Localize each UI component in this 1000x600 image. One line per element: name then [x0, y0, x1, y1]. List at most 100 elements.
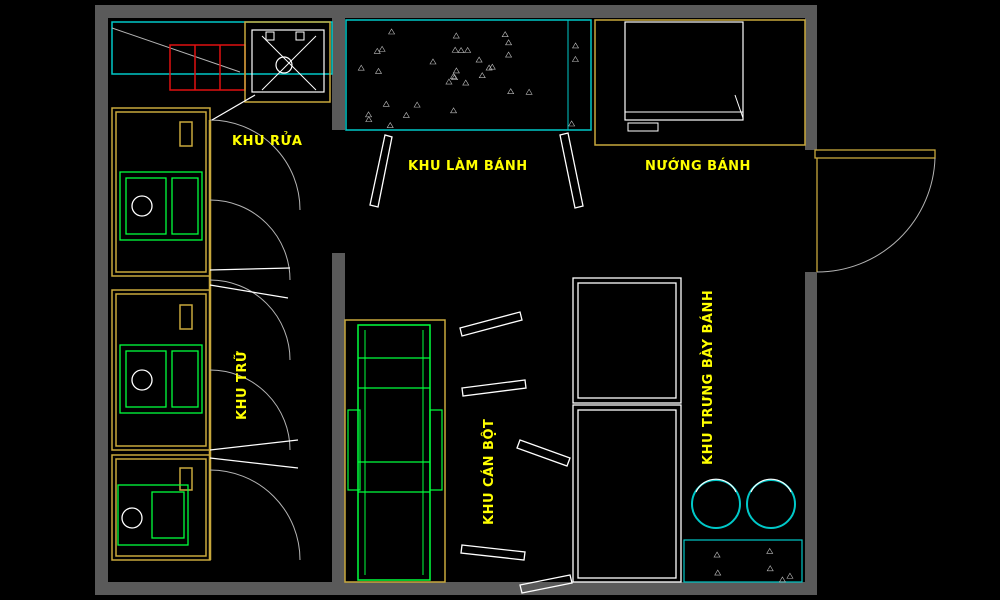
texture-mark	[451, 74, 459, 80]
texture-mark	[478, 72, 486, 79]
baking-counter-outline	[345, 19, 592, 131]
cabinet-1-handle	[179, 121, 193, 147]
texture-mark	[402, 111, 410, 118]
cabinet-doors	[208, 94, 301, 561]
texture-mark	[572, 42, 580, 49]
display-stools	[683, 478, 803, 583]
door-leaf-1	[209, 267, 291, 271]
partition-lower	[332, 253, 345, 582]
texture-mark	[505, 51, 513, 58]
chair-7	[519, 574, 573, 594]
texture-mark	[778, 576, 786, 583]
door-swing-1	[209, 119, 301, 211]
texture-mark	[445, 78, 453, 85]
texture-mark	[464, 46, 472, 53]
door-swing-5	[209, 469, 301, 561]
texture-mark	[365, 116, 373, 122]
cabinet-3-inner	[115, 458, 207, 557]
chair-2	[559, 132, 584, 209]
cabinet-3-handle	[179, 467, 193, 491]
chair-5	[516, 439, 571, 467]
cabinet-appliances	[117, 171, 203, 546]
texture-mark	[571, 55, 579, 62]
display-fridges	[572, 277, 682, 583]
right-wall-upper	[805, 5, 817, 150]
texture-mark	[525, 88, 533, 95]
texture-mark	[766, 565, 774, 572]
texture-mark	[357, 64, 365, 71]
display-fridge-upper	[572, 277, 682, 404]
door-frame	[814, 149, 936, 159]
display-fridge-lower	[572, 404, 682, 583]
baking-counter-texture	[357, 28, 580, 128]
texture-mark	[488, 63, 496, 70]
stool-1	[691, 479, 741, 529]
texture-mark	[373, 47, 381, 54]
chair-1	[369, 134, 393, 208]
display-fridge-upper-inner	[577, 282, 677, 399]
left-wall	[95, 5, 108, 595]
texture-mark	[374, 67, 383, 74]
appliance-1-right	[171, 177, 199, 235]
walls	[95, 5, 817, 595]
faucet-right	[295, 31, 305, 41]
door-swing-3	[209, 279, 291, 361]
oven-body	[624, 21, 744, 121]
rolling-table-outline	[344, 319, 446, 583]
oven-detail	[734, 94, 744, 119]
texture-mark	[714, 569, 722, 576]
texture-mark	[382, 100, 390, 107]
sink-basin	[251, 29, 325, 93]
rolling-machine-side-right	[429, 409, 443, 491]
appliance-3-dial	[121, 507, 143, 529]
door-swing-2	[209, 199, 291, 281]
appliance-3-right	[151, 491, 185, 539]
texture-mark	[452, 67, 460, 74]
texture-mark	[568, 120, 576, 127]
bottom-wall	[95, 582, 817, 595]
appliance-2-left	[125, 350, 167, 408]
stool-2-back	[750, 478, 792, 493]
door-leaf-5	[211, 94, 256, 121]
door-swing-4	[209, 369, 291, 451]
door-leaf-3	[209, 439, 299, 451]
baking-counter	[345, 19, 592, 131]
chair-3	[459, 311, 523, 337]
door-swing-arc	[816, 157, 936, 273]
texture-mark	[449, 72, 457, 79]
texture-mark	[451, 46, 459, 53]
cabinet-1-inner	[115, 111, 207, 273]
partition-upper	[332, 18, 345, 130]
appliance-2-right	[171, 350, 199, 408]
door-leaf-2	[209, 284, 289, 299]
sink-cabinet	[244, 21, 331, 103]
texture-mark	[713, 551, 721, 558]
texture-mark	[452, 32, 460, 39]
appliance-2	[119, 344, 203, 414]
oven-handle	[627, 122, 659, 132]
texture-mark	[507, 88, 515, 94]
texture-mark	[386, 121, 394, 128]
sink-counter-top	[111, 21, 333, 75]
appliance-1-left	[125, 177, 167, 235]
sink-diagonal-2	[261, 35, 317, 91]
sink-counter-hatch	[111, 27, 241, 73]
dough-rolling-table	[344, 319, 446, 583]
appliance-2-dial	[131, 369, 153, 391]
stool-1-back	[695, 478, 737, 493]
texture-mark	[450, 107, 458, 114]
oven-cabinet	[594, 19, 806, 146]
display-fridge-lower-inner	[577, 409, 677, 579]
appliance-3	[117, 484, 189, 546]
right-wall-lower	[805, 272, 817, 595]
cabinet-2-handle	[179, 304, 193, 330]
label-storage-zone: KHU TRỮ	[234, 351, 250, 420]
texture-mark	[429, 58, 437, 65]
label-baking-zone: KHU LÀM BÁNH	[408, 158, 528, 174]
texture-mark	[462, 79, 470, 86]
label-oven-zone: NƯỚNG BÁNH	[645, 158, 751, 174]
texture-mark	[457, 47, 465, 53]
texture-mark	[388, 28, 396, 35]
sink-drain	[275, 56, 293, 74]
